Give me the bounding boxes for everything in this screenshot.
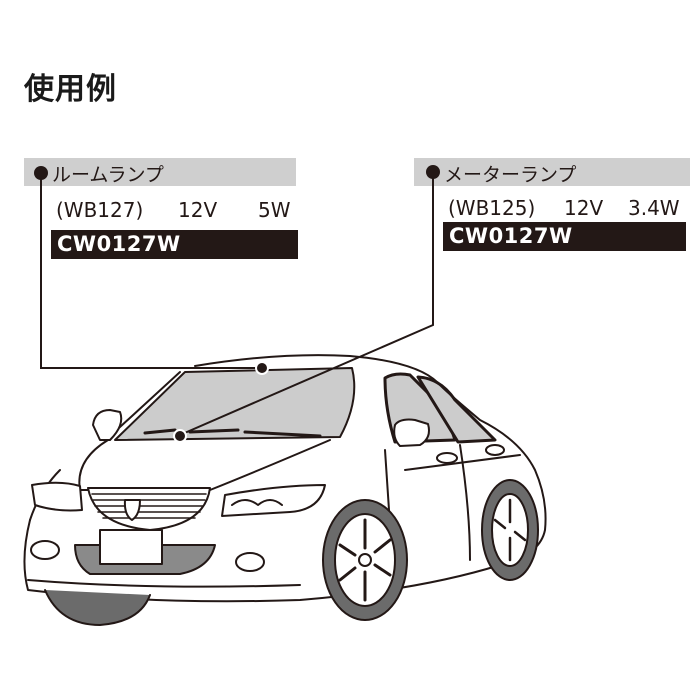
part-number-badge: CW0127W — [51, 230, 298, 259]
leader-line-room-lamp — [40, 173, 262, 369]
part-number-badge: CW0127W — [443, 222, 686, 251]
room-lamp-location-dot — [255, 361, 269, 375]
meter-lamp-location-dot — [173, 429, 187, 443]
label-bar: メーターランプ — [414, 158, 690, 186]
spec-wattage: 5W — [258, 198, 291, 222]
page-title: 使用例 — [24, 72, 117, 107]
callout-dot — [426, 165, 440, 179]
spec-voltage: 12V — [178, 198, 218, 222]
leader-line-meter-lamp — [179, 172, 434, 436]
spec-voltage: 12V — [564, 196, 604, 220]
callout-label: メーターランプ — [444, 164, 577, 186]
label-bar: ルームランプ — [24, 158, 296, 186]
spec-code: (WB125) — [448, 196, 536, 220]
callout-label: ルームランプ — [52, 164, 164, 186]
spec-wattage: 3.4W — [628, 196, 680, 220]
spec-code: (WB127) — [56, 198, 144, 222]
callout-dot — [34, 166, 48, 180]
